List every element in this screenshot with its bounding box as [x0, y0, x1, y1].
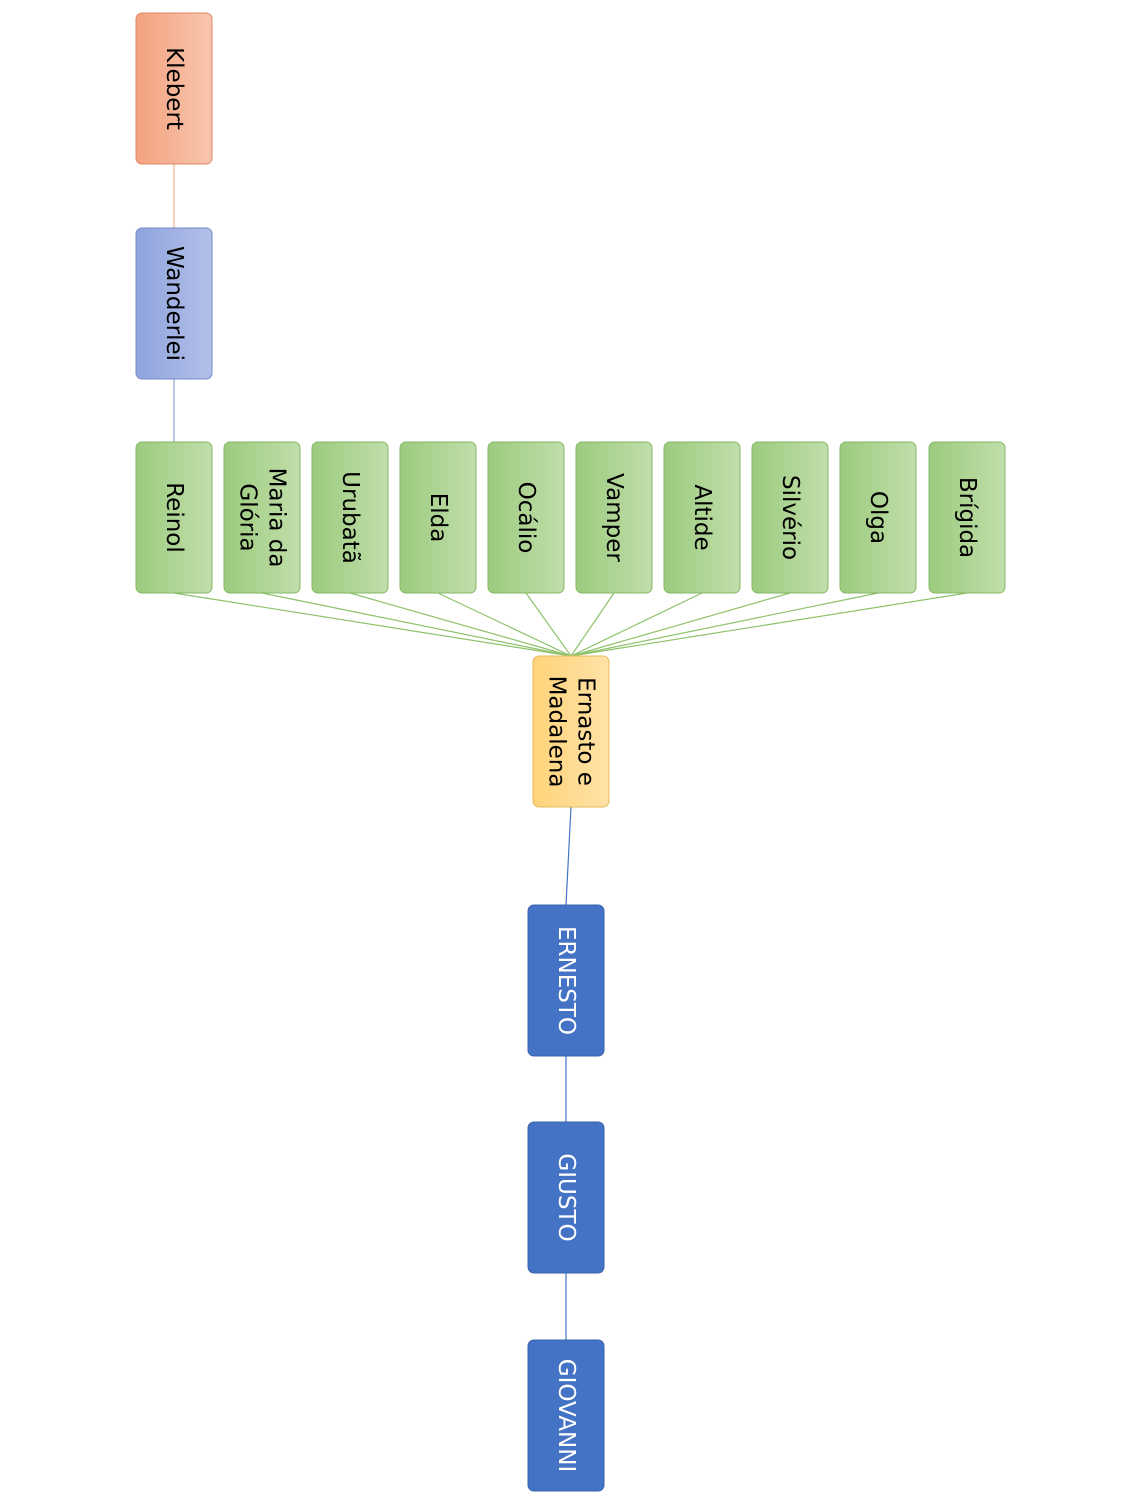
node-ocalio-box — [487, 441, 565, 594]
node-ernasto-e-madalena[interactable]: Ernasto eMadalena — [532, 655, 610, 808]
node-altide[interactable]: Altide — [663, 441, 741, 594]
node-vamper-label: Vamper — [601, 473, 627, 562]
node-giusto-box — [527, 1121, 605, 1274]
node-reinol-label: Reinol — [161, 482, 187, 553]
node-brigida[interactable]: Brígida — [928, 441, 1006, 594]
node-giovanni-label: GIOVANNI — [553, 1359, 579, 1473]
connector-elda-ernasto — [437, 592, 572, 657]
node-wanderlei-label: Wanderlei — [161, 246, 187, 361]
node-giusto[interactable]: GIUSTO — [527, 1121, 605, 1274]
node-ernesto-label: ERNESTO — [553, 926, 579, 1035]
node-silverio[interactable]: Silvério — [751, 441, 829, 594]
node-giovanni-box — [527, 1339, 605, 1492]
node-ocalio-label: Ocálio — [513, 482, 539, 554]
connector-silverio-ernasto — [570, 592, 791, 657]
connector-olga-ernasto — [570, 592, 879, 657]
node-maria-da-gloria-label: Maria daGlória — [235, 468, 290, 568]
node-urubata[interactable]: Urubatã — [311, 441, 389, 594]
node-silverio-box — [751, 441, 829, 594]
connector-ocalio-ernasto — [525, 592, 572, 657]
node-wanderlei[interactable]: Wanderlei — [135, 227, 213, 380]
node-maria-da-gloria-box — [223, 441, 301, 594]
node-giusto-label: GIUSTO — [553, 1153, 579, 1241]
node-ernasto-e-madalena-box — [532, 655, 610, 808]
node-ernesto-box — [527, 904, 605, 1057]
connector-lines — [173, 164, 968, 1340]
connector-ernasto-ernesto — [565, 806, 572, 906]
node-elda-label: Elda — [425, 493, 451, 543]
node-maria-da-gloria[interactable]: Maria daGlória — [223, 441, 301, 594]
node-reinol[interactable]: Reinol — [135, 441, 213, 594]
connector-altide-ernasto — [570, 592, 703, 657]
node-vamper[interactable]: Vamper — [575, 441, 653, 594]
node-urubata-box — [311, 441, 389, 594]
connector-maria-ernasto — [261, 592, 572, 657]
node-klebert-label: Klebert — [161, 47, 187, 130]
node-urubata-label: Urubatã — [337, 471, 363, 564]
node-olga-box — [839, 441, 917, 594]
connector-vamper-ernasto — [570, 592, 615, 657]
connector-urubata-ernasto — [349, 592, 572, 657]
node-giovanni[interactable]: GIOVANNI — [527, 1339, 605, 1492]
node-brigida-label: Brígida — [954, 477, 980, 558]
node-ernesto[interactable]: ERNESTO — [527, 904, 605, 1057]
node-vamper-box — [575, 441, 653, 594]
connector-reinol-ernasto — [173, 592, 572, 657]
node-wanderlei-box — [135, 227, 213, 380]
node-olga[interactable]: Olga — [839, 441, 917, 594]
node-altide-label: Altide — [689, 484, 715, 550]
node-ocalio[interactable]: Ocálio — [487, 441, 565, 594]
connector-brigida-ernasto — [570, 592, 968, 657]
node-silverio-label: Silvério — [777, 475, 803, 560]
node-klebert-box — [135, 12, 213, 165]
node-ernasto-e-madalena-label: Ernasto eMadalena — [544, 676, 599, 788]
node-olga-label: Olga — [865, 491, 891, 544]
node-altide-box — [663, 441, 741, 594]
node-reinol-box — [135, 441, 213, 594]
node-klebert[interactable]: Klebert — [135, 12, 213, 165]
node-brigida-box — [928, 441, 1006, 594]
node-elda-box — [399, 441, 477, 594]
node-elda[interactable]: Elda — [399, 441, 477, 594]
